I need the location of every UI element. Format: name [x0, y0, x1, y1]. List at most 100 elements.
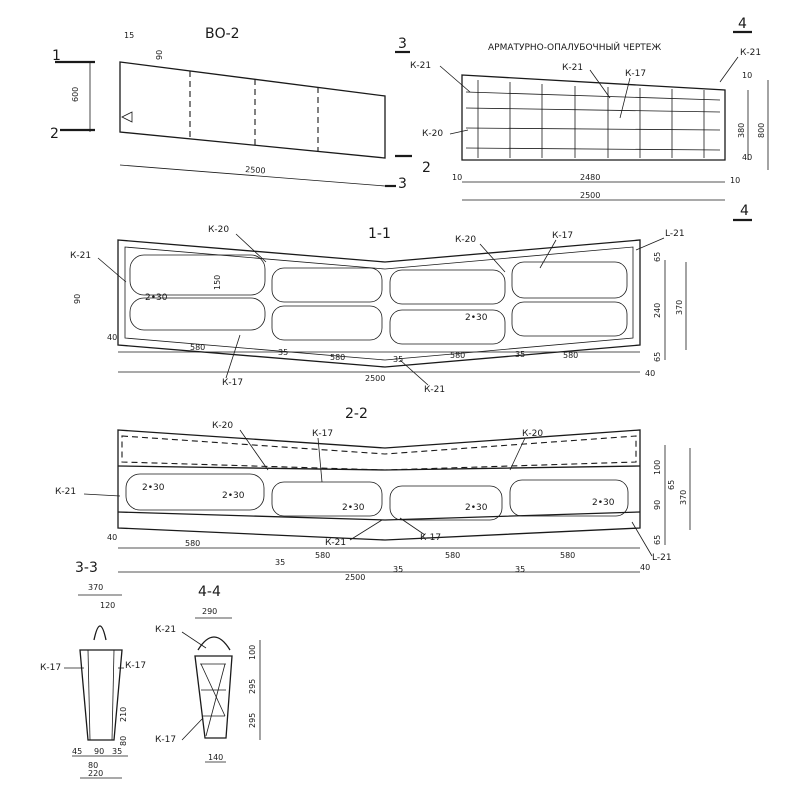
sec22-mark-k21-bottom: К-21 [325, 538, 346, 548]
section-3-3: 3-3 370 120 К-17 К-17 210 80 45 90 35 80… [40, 560, 146, 779]
sec22-cell-2 [271, 481, 383, 517]
plan-dim-90: 90 [155, 50, 164, 60]
sec11-cell-2-top [271, 267, 383, 303]
sec11-dim-35-2: 35 [393, 355, 403, 364]
sec11-cell-1-top [129, 254, 266, 296]
sec44-dim-100: 100 [248, 645, 257, 660]
section-4-4: 4-4 290 К-21 К-17 100 295 295 140 [155, 584, 261, 763]
sec11-dim-580-3: 580 [450, 351, 465, 360]
section-4-4-title: 4-4 [198, 584, 221, 600]
reinf-dim-10-right: 10 [730, 176, 740, 185]
sec11-leader-k17-bottom [225, 334, 241, 379]
sec22-mark-k20-right: К-20 [522, 429, 543, 439]
sec11-dim-2500: 2500 [365, 374, 385, 383]
sec44-body [194, 655, 233, 739]
sec11-cell-3-top [389, 269, 506, 305]
sec11-cell-3-bot [389, 309, 506, 345]
sec22-radius-3: 2•30 [342, 503, 365, 513]
sec22-mark-k17-bottom: К-17 [420, 533, 441, 543]
sec33-dim-120: 120 [100, 601, 115, 610]
sec33-mark-k17-right: К-17 [125, 661, 146, 671]
section-label-3: 3 [398, 36, 407, 52]
section-label-2: 2 [50, 126, 59, 142]
reinf-bar-low [465, 147, 721, 151]
reinf-outline [461, 74, 726, 161]
sec44-leader-k17 [181, 717, 204, 741]
sec44-leader-k21 [181, 631, 207, 649]
sec44-diag-2 [205, 663, 226, 737]
sec22-dim-65-bottom: 65 [653, 535, 662, 545]
section-label-2b: 2 [422, 160, 431, 176]
sec11-dim-370: 370 [675, 300, 684, 315]
sec44-diag-1 [200, 663, 226, 717]
sec22-mark-k20-left: К-20 [212, 421, 233, 431]
sec11-mark-k21-left: К-21 [70, 251, 91, 261]
sec11-mark-l21: L-21 [665, 229, 685, 239]
sec11-dim-90: 90 [73, 294, 82, 304]
sec11-dim-40-right: 40 [645, 369, 655, 378]
reinf-leader-k20 [449, 129, 469, 135]
sec22-top-edge [117, 465, 641, 471]
sec11-cell-4-top [511, 261, 628, 299]
reinf-dim-2480: 2480 [580, 173, 600, 182]
sec33-dim-210: 210 [119, 707, 128, 722]
sec44-loop [197, 636, 231, 651]
sec22-leader-l21 [631, 521, 653, 557]
plan-arrow-mark [121, 111, 133, 123]
plan-dim-2500: 2500 [245, 165, 266, 175]
sec22-dim-2500: 2500 [345, 573, 365, 582]
sec22-leader-k21-left [83, 493, 121, 497]
section-label-4b: 4 [740, 203, 749, 219]
sec11-dim-240: 240 [653, 303, 662, 318]
reinforcement-view: 3 К-21 К-21 К-17 К-20 К-21 4 4 2480 250 [395, 16, 769, 222]
sec11-inner [124, 246, 634, 361]
sec22-leader-k21-bottom [349, 519, 383, 541]
sec33-body [79, 649, 123, 741]
reinf-dim-2500: 2500 [580, 191, 600, 200]
plan-dim-600: 600 [71, 87, 80, 102]
sec33-mark-k17-left: К-17 [40, 663, 61, 673]
section-1-1-title: 1-1 [368, 226, 391, 242]
reinf-bar-top [465, 91, 721, 101]
sec11-leader-k20-right [479, 243, 506, 273]
reinf-bar-mid2 [465, 127, 721, 131]
sec44-dim-290: 290 [202, 607, 217, 616]
sec22-leader-k17 [317, 437, 323, 483]
sec11-radius-right: 2•30 [465, 313, 488, 323]
reinf-mark-k21-mid: К-21 [562, 63, 583, 73]
sec33-dim-80b: 80 [88, 761, 98, 770]
sec22-mark-l21: L-21 [652, 553, 672, 563]
section-2-2-title: 2-2 [345, 406, 368, 422]
reinf-mark-k17: К-17 [625, 69, 646, 79]
sec22-dim-370: 370 [679, 490, 688, 505]
reinf-leader-k21-left [439, 65, 471, 93]
sec11-dim-35-1: 35 [278, 348, 288, 357]
sec11-cell-1-bot [129, 297, 266, 331]
sec22-dim-40-right: 40 [640, 563, 650, 572]
section-label-3b: 3 [398, 176, 407, 192]
reinf-dim-10-left: 10 [452, 173, 462, 182]
sec11-dim-40-left: 40 [107, 333, 117, 342]
sec22-dim-35-2: 35 [393, 565, 403, 574]
sec22-cell-3 [389, 485, 503, 521]
section-3-3-title: 3-3 [75, 560, 98, 576]
reinf-dim-800: 800 [757, 123, 766, 138]
sec22-dim-100: 100 [653, 460, 662, 475]
plan-dim-15: 15 [124, 31, 134, 40]
sec33-dim-80: 80 [119, 736, 128, 746]
sec11-cell-4-bot [511, 301, 628, 337]
sec22-dim-40-left: 40 [107, 533, 117, 542]
sec11-leader-k21-bottom [399, 359, 429, 386]
sec11-cell-2-bot [271, 305, 383, 341]
sec11-leader-k20-left [235, 233, 267, 263]
sec11-dim-580-4: 580 [563, 351, 578, 360]
sec22-dim-580-2: 580 [315, 551, 330, 560]
plan-outline [119, 61, 386, 159]
reinf-mark-k21-right: К-21 [740, 48, 761, 58]
reinf-mark-k20: К-20 [422, 129, 443, 139]
sec11-mark-k21-bottom: К-21 [424, 385, 445, 395]
sec22-dim-580-4: 580 [560, 551, 575, 560]
sec11-dim-150: 150 [213, 275, 222, 290]
sec22-leader-k20-right [509, 437, 526, 471]
